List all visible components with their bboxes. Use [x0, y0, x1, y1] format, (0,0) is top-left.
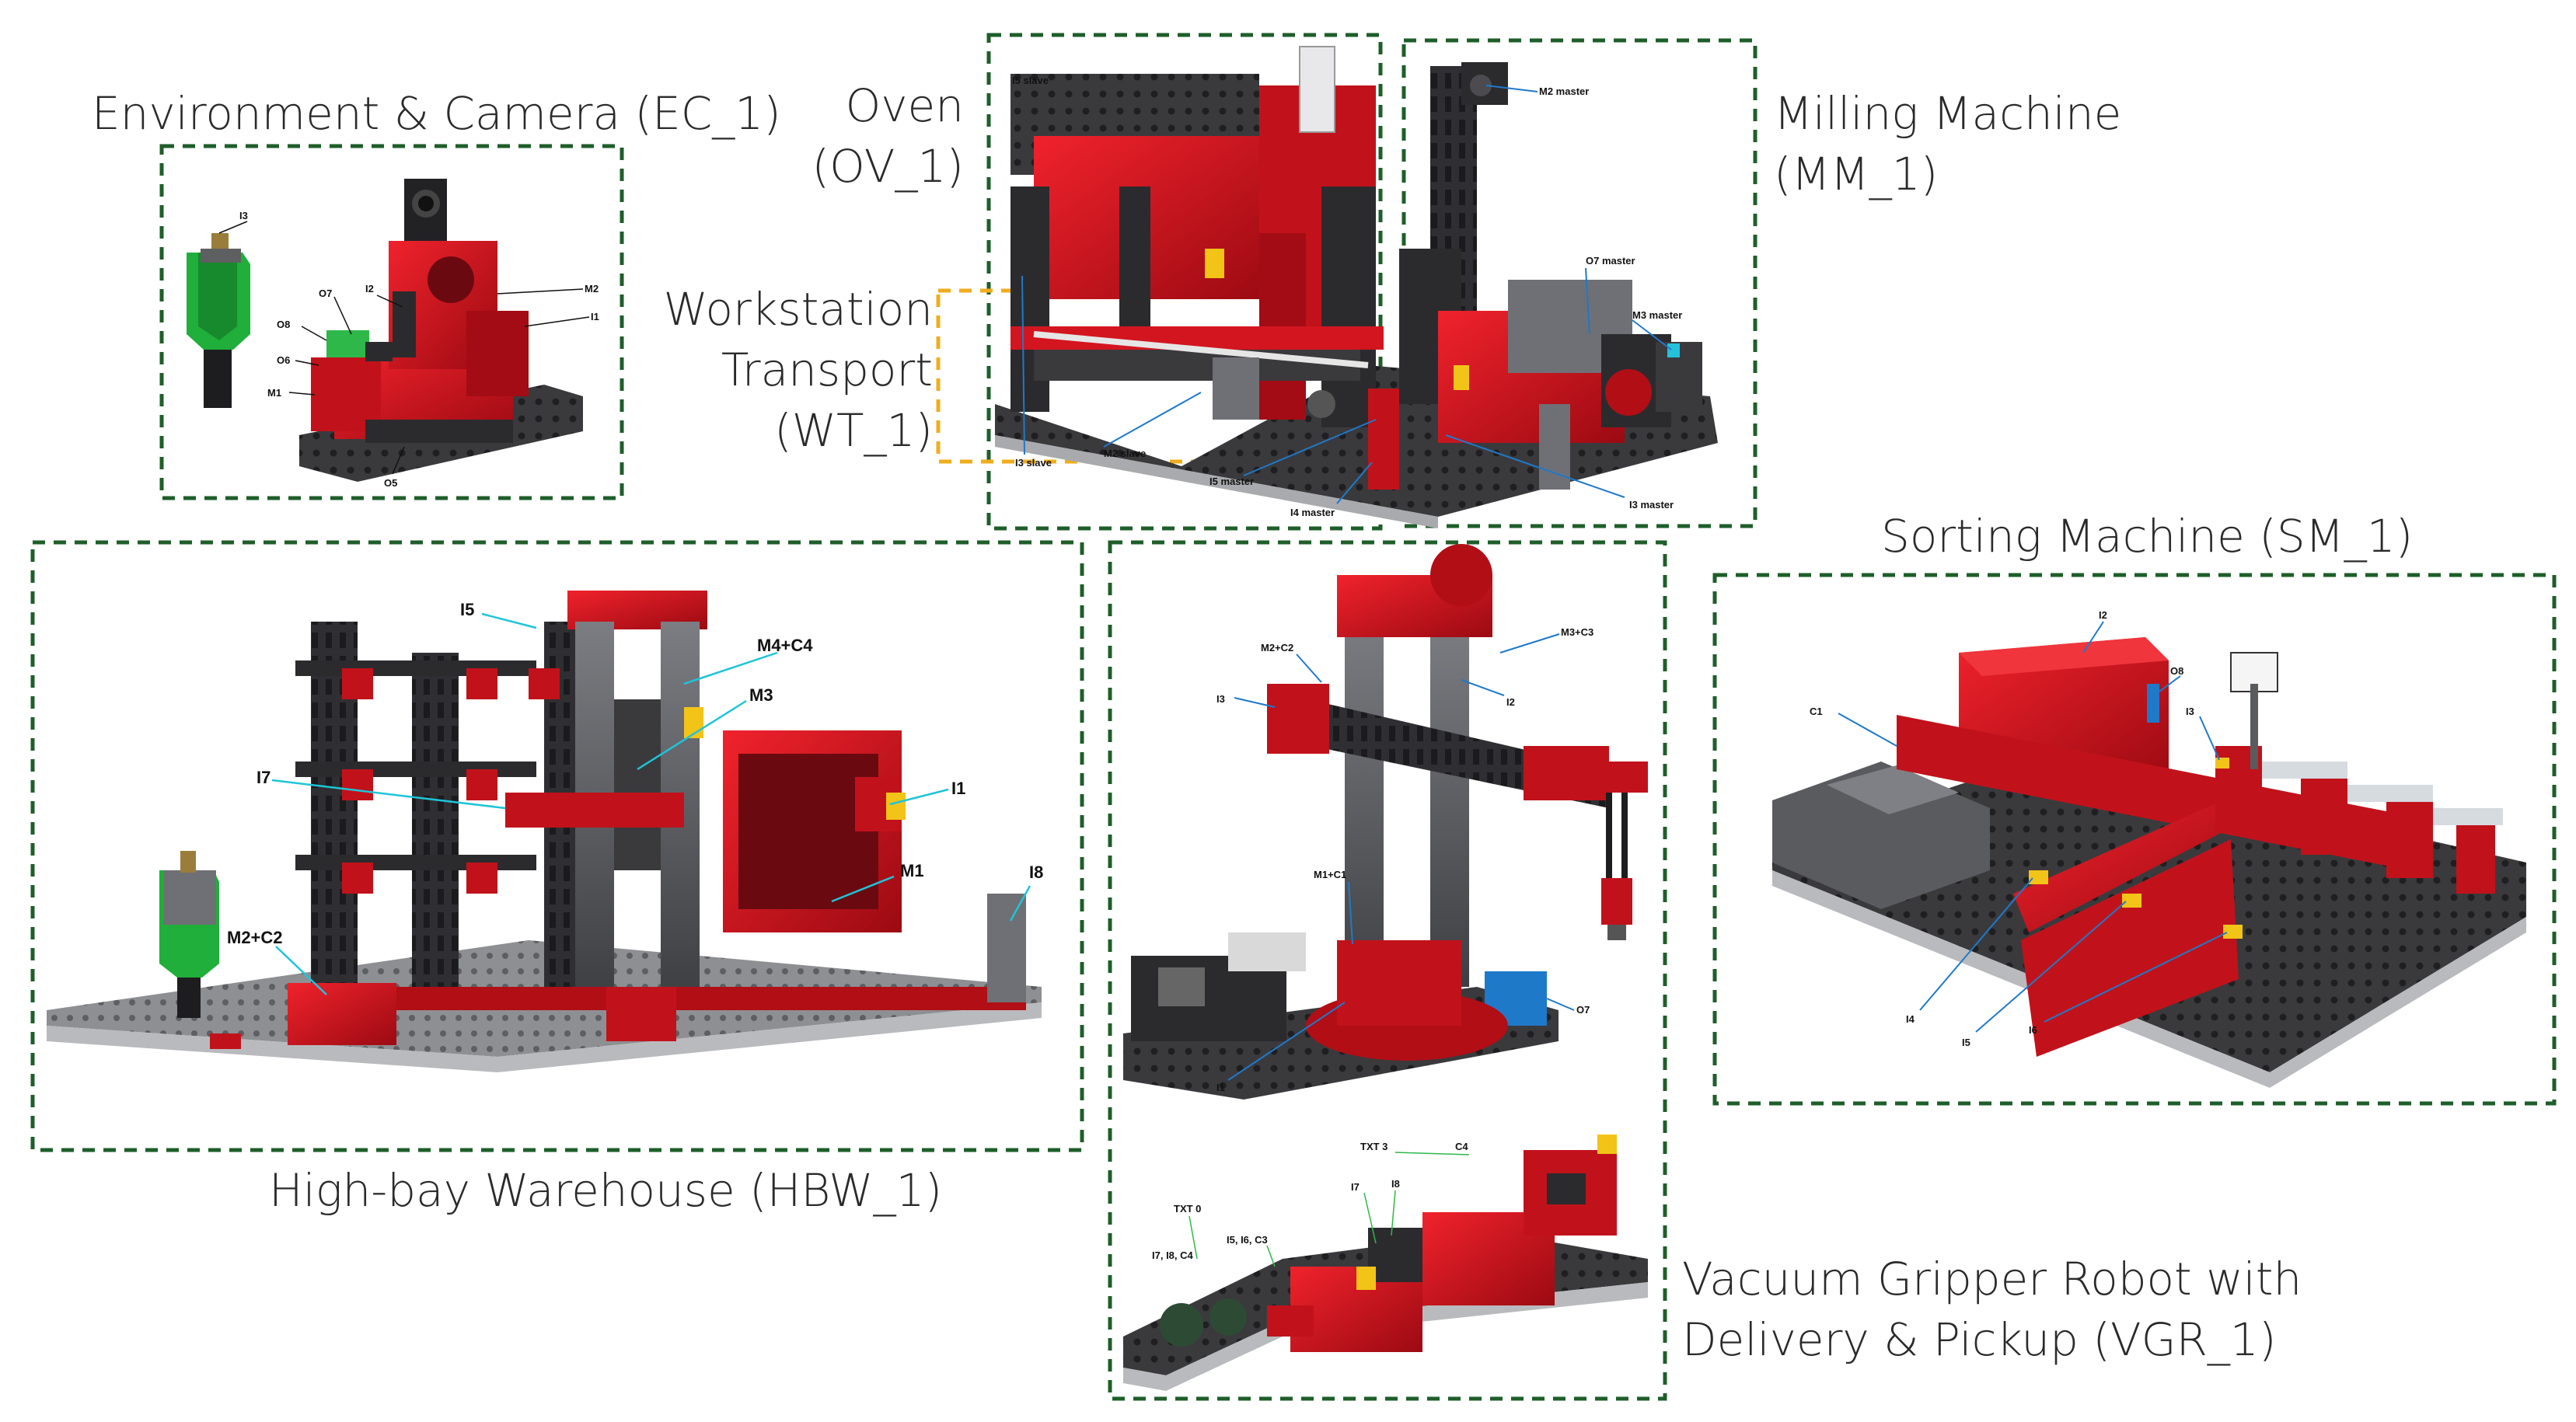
ov-callouts: I5 slave I3 slave M2 slave I5 master I4 … — [1012, 75, 1377, 518]
vgr-label-i5i6c3: I5, I6, C3 — [1227, 1234, 1268, 1246]
ec-label-i1: I1 — [591, 311, 599, 322]
mm-label-i3master: I3 master — [1629, 499, 1674, 511]
wt-title-line1: Workstation — [663, 283, 933, 336]
ec-label-i3: I3 — [239, 210, 248, 221]
hbw-label-m3: M3 — [749, 685, 773, 705]
vgr-label-m3c3: M3+C3 — [1561, 626, 1593, 638]
vgr-label-o7: O7 — [1576, 1004, 1590, 1016]
hbw-label-i1: I1 — [951, 779, 965, 798]
sm-label-i5: I5 — [1962, 1037, 1970, 1048]
ec-label-o7: O7 — [319, 288, 332, 299]
frame-sm — [1712, 573, 2557, 1106]
vgr-label-i3: I3 — [1216, 693, 1225, 705]
vgr-label-c4: C4 — [1455, 1141, 1468, 1152]
hbw-label-i5: I5 — [460, 600, 474, 619]
vgr-label-txt3: TXT 3 — [1360, 1141, 1387, 1152]
hbw-title: High-bay Warehouse (HBW_1) — [269, 1164, 943, 1217]
sm-label-c1: C1 — [1810, 706, 1823, 717]
ec-title: Environment & Camera (EC_1) — [92, 87, 781, 140]
sm-title: Sorting Machine (SM_1) — [1881, 510, 2414, 563]
ec-label-o5: O5 — [384, 477, 397, 489]
ec-label-m2: M2 — [585, 283, 599, 295]
sm-label-o8: O8 — [2170, 665, 2183, 677]
vgr-title-line2: Delivery & Pickup (VGR_1) — [1682, 1313, 2277, 1366]
frame-vgr — [1108, 540, 1667, 1401]
vgr-model — [1123, 544, 1648, 1391]
ov-mm-model — [995, 46, 1718, 528]
ec-sensor-tower — [187, 233, 250, 408]
ov-label-i4master: I4 master — [1290, 507, 1335, 518]
sm-label-i3: I3 — [2186, 706, 2194, 717]
hbw-callouts: I5 M4+C4 M3 I7 I1 M1 I8 M2+C2 — [227, 600, 1043, 995]
sm-callouts: I2 O8 C1 I3 I4 I5 I6 — [1810, 609, 2228, 1048]
sm-model — [1772, 637, 2526, 1088]
hbw-label-m2c2: M2+C2 — [227, 928, 283, 947]
ov-title-line2: (OV_1) — [812, 140, 964, 193]
vgr-label-i2: I2 — [1506, 696, 1515, 708]
mm-callouts: M2 master O7 master M3 master I3 master — [1445, 85, 1682, 511]
frame-ov — [986, 33, 1383, 531]
sm-label-i2: I2 — [2099, 609, 2107, 621]
hbw-label-m1: M1 — [900, 861, 924, 880]
ec-label-o6: O6 — [277, 354, 290, 366]
mm-title-line2: (MM_1) — [1774, 148, 1939, 200]
ec-label-o8: O8 — [277, 319, 290, 330]
vgr-callouts: M2+C2 M3+C3 I3 I2 M1+C1 O7 I1 TXT 3 C4 I… — [1152, 626, 1593, 1267]
frame-hbw — [30, 540, 1084, 1152]
vgr-label-i1: I1 — [1216, 1082, 1225, 1093]
sm-label-i6: I6 — [2029, 1024, 2037, 1036]
vgr-label-m2c2: M2+C2 — [1261, 642, 1293, 653]
vgr-label-m1c1: M1+C1 — [1314, 869, 1346, 880]
mm-title-line1: Milling Machine — [1774, 87, 2122, 140]
hbw-label-i7: I7 — [257, 768, 271, 787]
ec-label-i2: I2 — [365, 283, 374, 295]
sm-label-i4: I4 — [1906, 1013, 1915, 1025]
mm-label-m2master: M2 master — [1539, 85, 1589, 97]
wt-title-line3: (WT_1) — [774, 404, 933, 457]
ov-label-i5master: I5 master — [1209, 476, 1254, 487]
wt-title-line2: Transport — [721, 343, 933, 396]
mm-label-o7master: O7 master — [1586, 255, 1635, 267]
ec-callouts: I3 I2 M2 I1 O7 O8 O6 M1 O5 — [218, 210, 599, 489]
hbw-label-m4c4: M4+C4 — [757, 636, 813, 655]
vgr-title-line1: Vacuum Gripper Robot with — [1682, 1253, 2302, 1305]
vgr-label-i7: I7 — [1351, 1181, 1360, 1193]
vgr-label-txt0: TXT 0 — [1174, 1203, 1201, 1215]
hbw-model — [47, 591, 1042, 1072]
ec-model — [187, 179, 583, 482]
ov-label-i5slave: I5 slave — [1012, 75, 1049, 86]
ov-title-line1: Oven — [845, 79, 964, 132]
vgr-label-i8: I8 — [1391, 1178, 1400, 1190]
ec-label-m1: M1 — [267, 387, 281, 399]
hbw-label-i8: I8 — [1029, 863, 1043, 882]
ov-label-m2slave: M2 slave — [1104, 448, 1146, 459]
ov-label-i3slave: I3 slave — [1015, 457, 1052, 469]
frame-ec — [159, 144, 624, 500]
mm-label-m3master: M3 master — [1632, 309, 1682, 321]
vgr-label-i7i8c4: I7, I8, C4 — [1152, 1249, 1194, 1261]
